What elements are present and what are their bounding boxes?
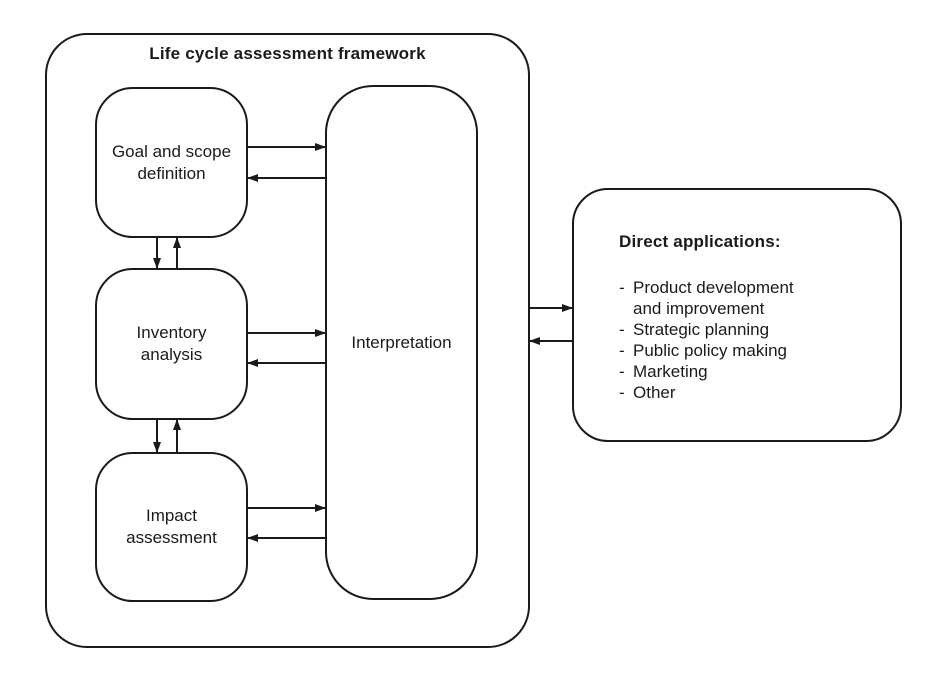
arrow-goal-to-inventory — [156, 238, 158, 268]
direct-applications-list: - Product development and improvement - … — [619, 277, 872, 403]
list-item-text: Strategic planning — [633, 320, 770, 339]
arrow-framework-to-applications — [530, 307, 572, 309]
list-item-text: Public policy making — [633, 341, 788, 360]
impact-assessment-label: Impact assessment — [126, 506, 217, 547]
direct-applications-heading: Direct applications: — [619, 232, 781, 251]
arrow-inventory-to-goal — [176, 238, 178, 268]
list-item-text: Marketing — [633, 362, 708, 381]
list-bullet: - — [619, 362, 625, 381]
arrow-impact-to-inventory — [176, 420, 178, 452]
arrow-inventory-to-impact — [156, 420, 158, 452]
list-item-text: Product development and improvement — [633, 278, 794, 318]
arrow-interpretation-to-impact — [248, 537, 325, 539]
list-item: - Strategic planning — [619, 319, 872, 340]
phase-box-inventory-analysis: Inventory analysis — [95, 268, 248, 420]
list-item-text: Other — [633, 383, 676, 402]
arrow-applications-to-framework — [530, 340, 572, 342]
phase-box-goal-and-scope: Goal and scope definition — [95, 87, 248, 238]
arrow-goal-to-interpretation — [248, 146, 325, 148]
goal-scope-label: Goal and scope definition — [111, 141, 232, 183]
arrow-interpretation-to-goal — [248, 177, 325, 179]
list-item: - Product development and improvement — [619, 277, 872, 319]
list-item: - Marketing — [619, 361, 872, 382]
phase-box-impact-assessment: Impact assessment — [95, 452, 248, 602]
arrow-impact-to-interpretation — [248, 507, 325, 509]
arrow-interpretation-to-inventory — [248, 362, 325, 364]
interpretation-box: Interpretation — [325, 85, 478, 600]
arrow-inventory-to-interpretation — [248, 332, 325, 334]
list-bullet: - — [619, 383, 625, 402]
direct-applications-box: Direct applications: - Product developme… — [572, 188, 902, 442]
list-bullet: - — [619, 341, 625, 360]
list-item: - Other — [619, 382, 872, 403]
inventory-analysis-label: Inventory analysis — [136, 323, 207, 364]
framework-title: Life cycle assessment framework — [149, 44, 426, 63]
interpretation-label: Interpretation — [351, 332, 452, 352]
list-item: - Public policy making — [619, 340, 872, 361]
list-bullet: - — [619, 278, 625, 297]
list-bullet: - — [619, 320, 625, 339]
